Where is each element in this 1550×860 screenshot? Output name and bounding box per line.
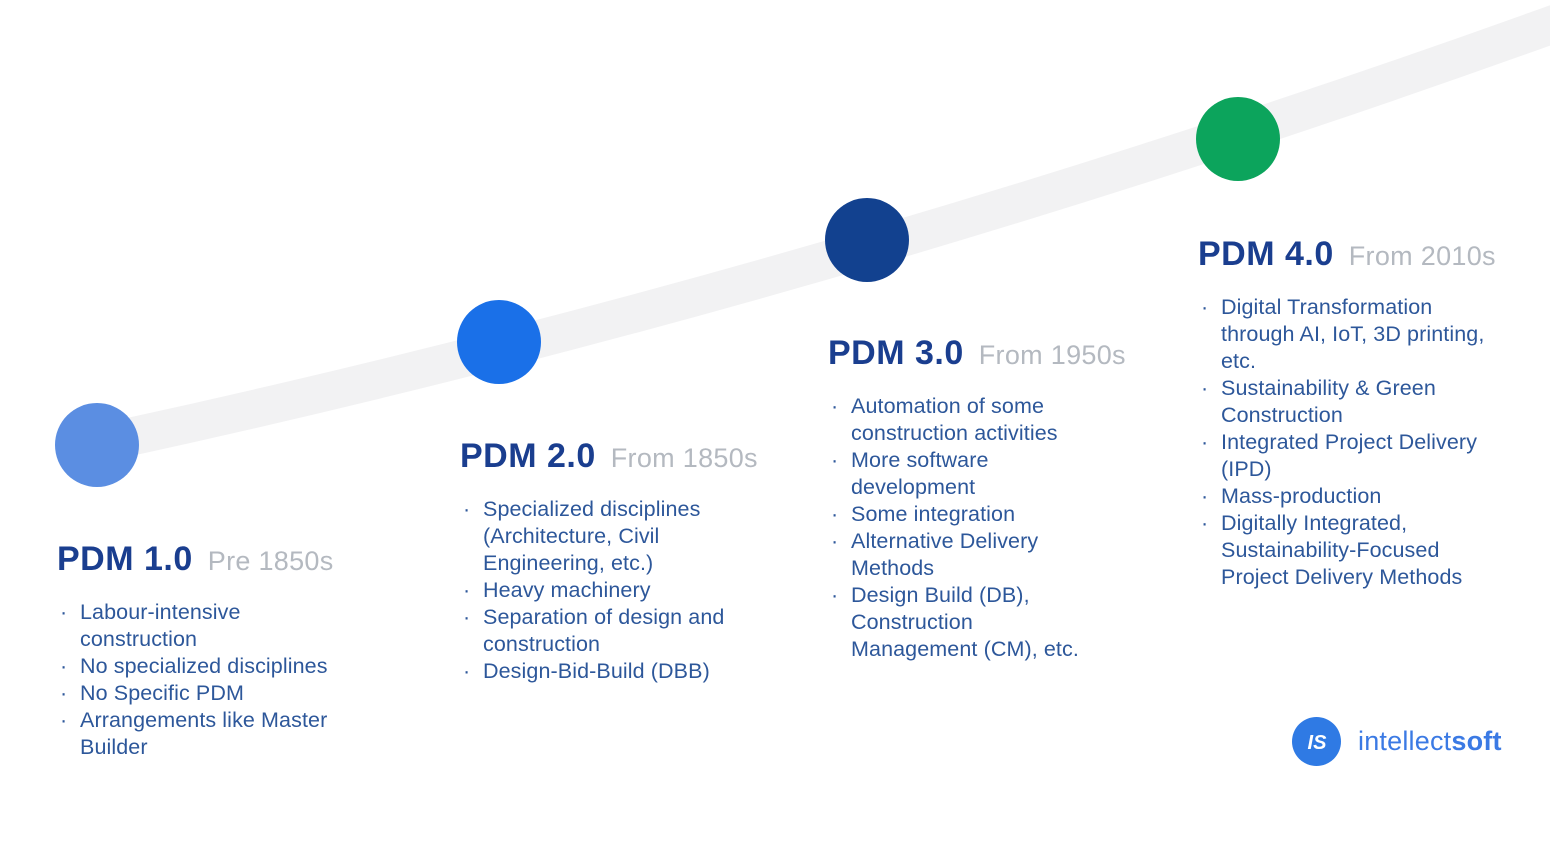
bullet-item: Mass-production bbox=[1198, 483, 1486, 510]
stage-bullets: Specialized disciplines (Architecture, C… bbox=[460, 496, 725, 685]
intellectsoft-wordmark: intellectsoft bbox=[1358, 726, 1502, 757]
bullet-item: Specialized disciplines (Architecture, C… bbox=[460, 496, 725, 577]
stage-title: PDM 2.0 bbox=[460, 437, 596, 475]
stage-header: PDM 1.0 Pre 1850s bbox=[57, 541, 357, 577]
logo-glyph: IS bbox=[1308, 732, 1328, 754]
bullet-item: Design Build (DB), Construction Manageme… bbox=[828, 582, 1096, 663]
bullet-item: Sustainability & Green Construction bbox=[1198, 375, 1486, 429]
bullet-item: Integrated Project Delivery (IPD) bbox=[1198, 429, 1486, 483]
stage-header: PDM 3.0 From 1950s bbox=[828, 334, 1126, 372]
bullet-item: Digital Transformation through AI, IoT, … bbox=[1198, 294, 1486, 375]
timeline-dot-pdm-4 bbox=[1196, 97, 1280, 181]
timeline-dot-pdm-2 bbox=[457, 300, 541, 384]
bullet-item: Automation of some construction activiti… bbox=[828, 393, 1096, 447]
stage-period: From 1950s bbox=[978, 340, 1126, 370]
stage-period: Pre 1850s bbox=[207, 546, 334, 576]
stage-title: PDM 4.0 bbox=[1198, 235, 1334, 273]
stage-pdm-3: PDM 3.0 From 1950s Automation of some co… bbox=[828, 334, 1126, 663]
bullet-item: Arrangements like Master Builder bbox=[57, 707, 357, 761]
stage-pdm-4: PDM 4.0 From 2010s Digital Transformatio… bbox=[1198, 235, 1496, 591]
stage-header: PDM 2.0 From 1850s bbox=[460, 437, 758, 475]
wordmark-regular: intellect bbox=[1358, 726, 1452, 756]
stage-bullets: Automation of some construction activiti… bbox=[828, 393, 1096, 663]
bullet-item: Separation of design and construction bbox=[460, 604, 725, 658]
stage-bullets: Labour-intensive construction No special… bbox=[57, 599, 357, 761]
stage-title: PDM 3.0 bbox=[828, 334, 964, 372]
bullet-item: Heavy machinery bbox=[460, 577, 725, 604]
bullet-item: Digitally Integrated, Sustainability-Foc… bbox=[1198, 510, 1486, 591]
stage-pdm-2: PDM 2.0 From 1850s Specialized disciplin… bbox=[460, 437, 758, 685]
stage-header: PDM 4.0 From 2010s bbox=[1198, 235, 1496, 273]
bullet-item: More software development bbox=[828, 447, 1096, 501]
intellectsoft-logo: IS intellectsoft bbox=[1292, 717, 1502, 766]
stage-pdm-1: PDM 1.0 Pre 1850s Labour-intensive const… bbox=[57, 541, 357, 761]
bullet-item: Alternative Delivery Methods bbox=[828, 528, 1096, 582]
intellectsoft-logo-icon: IS bbox=[1292, 717, 1341, 766]
bullet-item: Design-Bid-Build (DBB) bbox=[460, 658, 725, 685]
stage-bullets: Digital Transformation through AI, IoT, … bbox=[1198, 294, 1486, 591]
stage-period: From 1850s bbox=[610, 443, 758, 473]
bullet-item: Labour-intensive construction bbox=[57, 599, 357, 653]
timeline-dot-pdm-3 bbox=[825, 198, 909, 282]
stage-title: PDM 1.0 bbox=[57, 540, 193, 578]
timeline-band-path bbox=[92, 5, 1550, 463]
bullet-item: No specialized disciplines bbox=[57, 653, 357, 680]
wordmark-bold: soft bbox=[1451, 726, 1502, 756]
bullet-item: Some integration bbox=[828, 501, 1096, 528]
stage-period: From 2010s bbox=[1348, 241, 1496, 271]
bullet-item: No Specific PDM bbox=[57, 680, 357, 707]
timeline-dot-pdm-1 bbox=[55, 403, 139, 487]
